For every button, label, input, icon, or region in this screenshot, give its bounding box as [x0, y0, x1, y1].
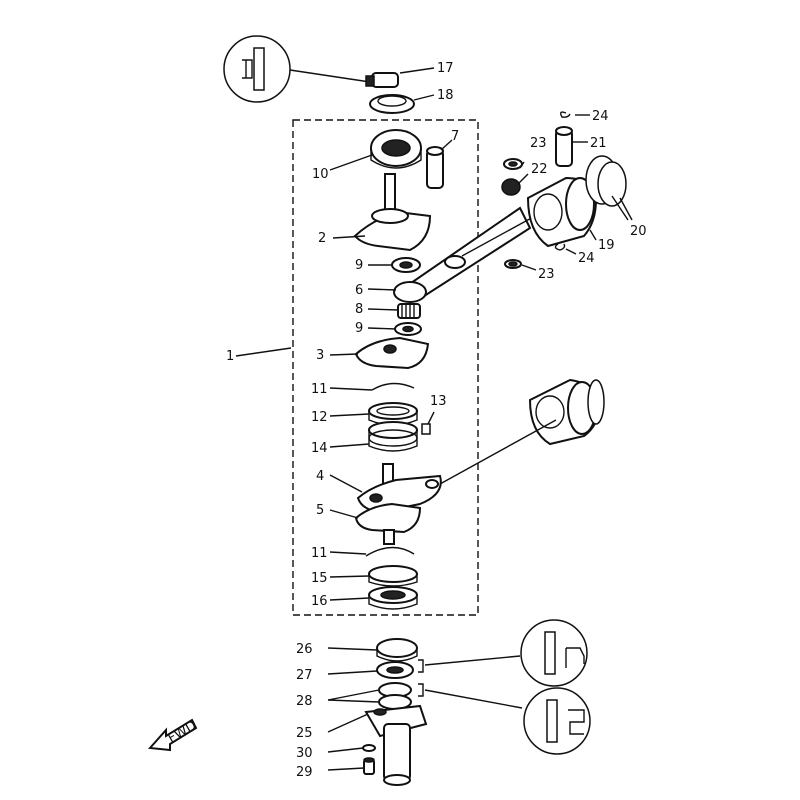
crank-pin-7 [426, 146, 444, 189]
label-21: 21 [590, 136, 607, 151]
label-16: 16 [311, 594, 328, 609]
bolt-29 [363, 757, 375, 775]
washer-23b [504, 259, 522, 269]
washer-9a [391, 257, 421, 273]
part-labels: 17 18 10 7 2 9 6 8 9 3 1 11 12 13 14 4 5… [226, 61, 647, 780]
label-27: 27 [296, 668, 313, 683]
clip-24a [559, 111, 571, 118]
bearing-12 [368, 402, 418, 426]
label-20: 20 [630, 224, 647, 239]
piston-rings-20 [585, 155, 627, 207]
label-23a: 23 [530, 136, 547, 151]
fwd-arrow-icon: FWD [147, 718, 199, 752]
housing-25 [364, 704, 428, 786]
label-3: 3 [316, 348, 324, 363]
seal-27 [376, 661, 414, 679]
label-23b: 23 [538, 267, 555, 282]
label-26: 26 [296, 642, 313, 657]
crank-3 [354, 336, 430, 370]
sealant-detail-icon [418, 683, 591, 755]
label-6: 6 [355, 283, 363, 298]
bearing-15 [368, 565, 418, 587]
label-2: 2 [318, 231, 326, 246]
pin-13 [421, 423, 431, 435]
label-24b: 24 [578, 251, 595, 266]
washer-23a [503, 158, 523, 170]
label-9a: 9 [355, 258, 363, 273]
label-19: 19 [598, 238, 615, 253]
label-1: 1 [226, 349, 234, 364]
bearing-seal-18 [369, 94, 415, 114]
leader-lines [235, 67, 633, 771]
label-11b: 11 [311, 546, 328, 561]
bearing-22 [501, 178, 521, 196]
label-18: 18 [437, 88, 454, 103]
label-9b: 9 [355, 321, 363, 336]
circlip-11a [371, 382, 415, 391]
circlip-11b [365, 546, 415, 557]
fwd-label: FWD [165, 718, 199, 746]
crank-4 [356, 463, 442, 514]
label-24a: 24 [592, 109, 609, 124]
label-11a: 11 [311, 382, 328, 397]
label-12: 12 [311, 410, 328, 425]
bearing-16 [368, 586, 418, 610]
cap-26 [376, 638, 418, 662]
oil-detail-icon [418, 619, 588, 687]
label-17: 17 [437, 61, 454, 76]
label-13: 13 [430, 394, 447, 409]
crank-5 [354, 502, 422, 545]
label-22: 22 [531, 162, 548, 177]
label-8: 8 [355, 302, 363, 317]
piston-19 [526, 176, 598, 248]
label-10: 10 [312, 167, 329, 182]
label-7: 7 [451, 129, 459, 144]
oil-seal-17 [365, 72, 399, 88]
grease-detail-icon [223, 35, 371, 103]
washer-30 [362, 744, 376, 752]
crankshaft-assembly-frame [292, 119, 479, 616]
label-14: 14 [311, 441, 328, 456]
label-15: 15 [311, 571, 328, 586]
label-28: 28 [296, 694, 313, 709]
label-30: 30 [296, 746, 313, 761]
washer-9b [394, 322, 422, 336]
bearing-14 [368, 421, 418, 452]
piston-second [439, 378, 605, 485]
label-5: 5 [316, 503, 324, 518]
clip-24b [554, 243, 566, 251]
needle-bearing-8 [397, 303, 421, 319]
piston-pin-21 [555, 126, 573, 167]
crank-2 [353, 173, 432, 252]
label-4: 4 [316, 469, 324, 484]
seals-28 [378, 682, 412, 710]
label-29: 29 [296, 765, 313, 780]
label-25: 25 [296, 726, 313, 741]
bearing-10 [370, 129, 422, 169]
